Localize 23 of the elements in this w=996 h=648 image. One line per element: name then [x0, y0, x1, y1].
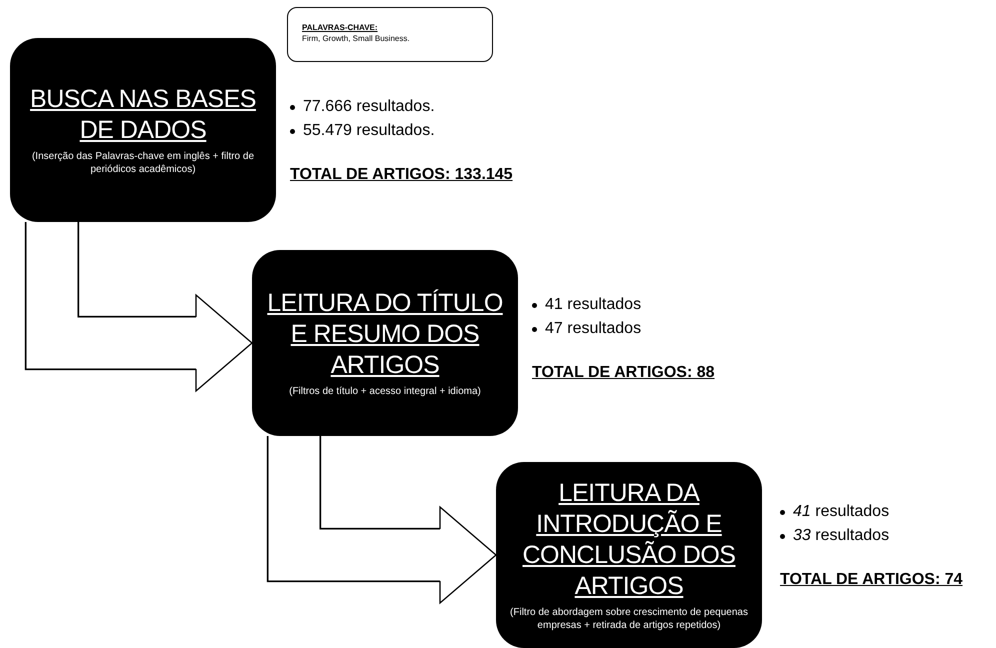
result-item: 47 resultados — [545, 319, 642, 339]
result-item: 41 resultados — [793, 502, 890, 522]
result-item: 55.479 resultados. — [303, 121, 435, 141]
result-item: 77.666 resultados. — [303, 97, 435, 117]
keywords-list: Firm, Growth, Small Business. — [302, 33, 410, 44]
step-box — [252, 250, 518, 436]
keywords-box — [287, 7, 493, 62]
result-item: 41 resultados — [545, 295, 642, 315]
step-description: (Filtros de título + acesso integral + idioma) — [288, 385, 482, 398]
step-title: LEITURA DA INTRODUÇÃO E CONCLUSÃO DOS ARTIGOS — [522, 478, 736, 602]
total-count: TOTAL DE ARTIGOS: 88 — [532, 363, 715, 383]
block-arrow — [268, 436, 497, 604]
block-arrow — [26, 222, 253, 392]
total-count: TOTAL DE ARTIGOS: 74 — [780, 570, 963, 590]
keywords-heading: PALAVRAS-CHAVE: — [302, 22, 378, 33]
step-box — [10, 38, 276, 222]
step-description: (Filtro de abordagem sobre crescimento de pequenas empresas + retirada de artigos repetidos) — [509, 606, 749, 632]
step-description: (Inserção das Palavras-chave em inglês + filtro de periódicos acadêmicos) — [30, 150, 256, 176]
total-count: TOTAL DE ARTIGOS: 133.145 — [290, 165, 513, 185]
step-title: BUSCA NAS BASES DE DADOS — [29, 84, 257, 146]
step-box — [496, 462, 762, 648]
result-item: 33 resultados — [793, 526, 890, 546]
step-title: LEITURA DO TÍTULO E RESUMO DOS ARTIGOS — [266, 288, 504, 381]
